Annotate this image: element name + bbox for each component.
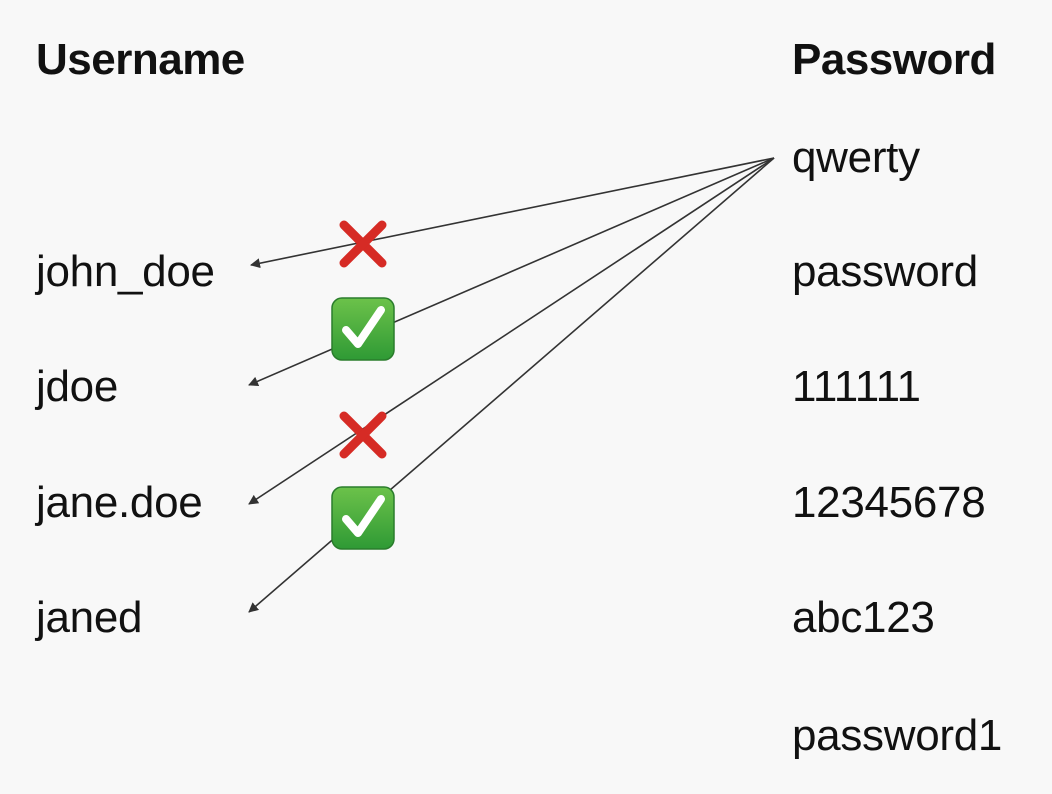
password-item: abc123 <box>792 593 935 642</box>
arrow-qwerty-to-john_doe <box>250 157 775 269</box>
arrow-qwerty-to-jdoe <box>248 157 775 387</box>
red-cross-icon <box>339 220 387 268</box>
password-item: password1 <box>792 711 1003 760</box>
username-item: jane.doe <box>36 478 203 527</box>
red-cross-icon <box>339 411 387 459</box>
password-item: qwerty <box>792 133 920 182</box>
password-item: 111111 <box>792 362 921 411</box>
green-check-icon <box>331 297 395 361</box>
username-item: janed <box>36 593 143 642</box>
password-column-header: Password <box>792 35 996 84</box>
arrow-qwerty-to-jane-doe <box>248 157 775 505</box>
green-check-icon <box>331 486 395 550</box>
username-item: john_doe <box>36 247 215 296</box>
username-column-header: Username <box>36 35 245 84</box>
username-item: jdoe <box>36 362 118 411</box>
arrow-qwerty-to-janed <box>248 157 775 613</box>
password-item: 12345678 <box>792 478 986 527</box>
password-item: password <box>792 247 978 296</box>
